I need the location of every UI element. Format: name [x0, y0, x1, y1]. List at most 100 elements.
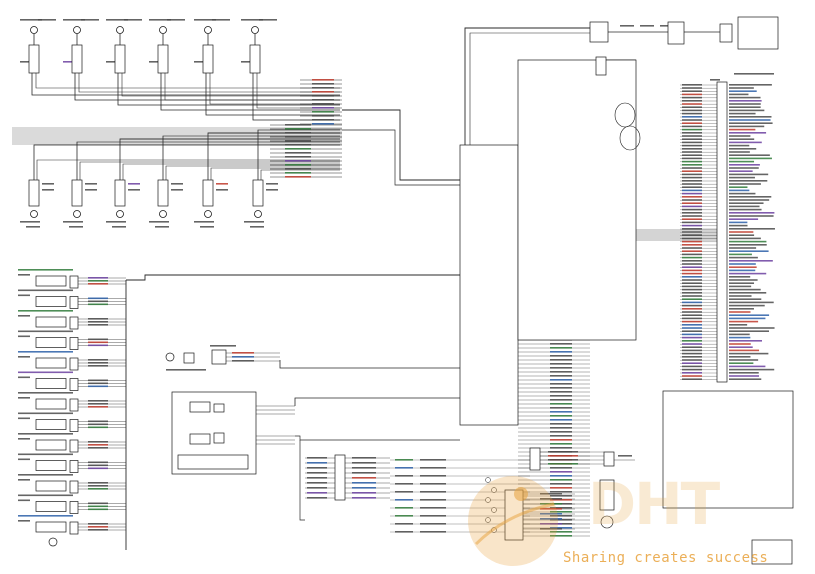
sensor-connector: [69, 419, 79, 432]
wire-label-mark: [420, 491, 446, 493]
sensor-connector: [213, 403, 225, 413]
wire: [126, 274, 460, 281]
wire-label-mark: [312, 83, 334, 85]
sensor-connector: [35, 398, 67, 410]
wire-label-mark: [352, 497, 376, 499]
wire-label-mark: [682, 311, 702, 313]
wire-label-mark: [88, 365, 108, 367]
wire-label-mark: [729, 176, 755, 179]
wire-label-mark: [682, 228, 702, 230]
sensor-connector: [35, 337, 67, 348]
injector-connector: [157, 44, 169, 74]
wire-label-mark: [266, 189, 278, 191]
wire-label-mark: [550, 403, 572, 405]
wire: [79, 161, 340, 180]
wire: [35, 73, 340, 89]
bottom-connector: [603, 451, 615, 467]
wire-label-mark: [18, 438, 30, 440]
wire-label-mark: [620, 25, 634, 27]
wire: [164, 73, 340, 101]
injector-connector: [71, 44, 83, 74]
wire-label-mark: [550, 439, 572, 441]
injector-connector: [249, 44, 261, 74]
wire-label-mark: [550, 487, 572, 489]
sensor-connector: [35, 275, 67, 287]
wire-label-mark: [682, 144, 702, 147]
wire-label-mark: [729, 160, 755, 163]
wire-label-mark: [729, 330, 770, 332]
wire-label-mark: [550, 383, 572, 385]
wire-label-mark: [352, 482, 376, 484]
wire-label-mark: [729, 311, 751, 313]
wire-label-mark: [18, 520, 30, 522]
wire-label-mark: [729, 279, 758, 281]
twisted-pair-loop: [614, 102, 636, 128]
wire-label-mark: [682, 221, 702, 224]
wire-label-mark: [312, 99, 334, 101]
wire-label-mark: [18, 417, 30, 420]
wire-label-mark: [682, 192, 702, 195]
wire-label-mark: [682, 247, 702, 249]
wire-label-mark: [550, 399, 572, 401]
wire-label-mark: [88, 467, 108, 470]
wire-label-mark: [550, 351, 572, 353]
wire-label-mark: [232, 352, 254, 354]
wire: [165, 165, 340, 180]
wire-label-mark: [729, 100, 762, 102]
main-harness-connector: [716, 81, 728, 383]
wire-label-mark: [682, 330, 702, 332]
wire-label-mark: [548, 451, 578, 453]
wire-label-mark: [729, 170, 753, 172]
wire-label-mark: [285, 132, 311, 134]
wire-label-mark: [682, 231, 702, 233]
wire-label-mark: [729, 215, 774, 217]
wire: [122, 163, 340, 180]
wire-label-mark: [128, 189, 140, 191]
wire-label-mark: [550, 423, 572, 425]
wire-label-mark: [682, 132, 702, 134]
wire-label-mark: [682, 186, 702, 188]
wire-label-mark: [682, 356, 702, 358]
wire-label-mark: [149, 61, 159, 63]
wire-label-mark: [307, 462, 327, 464]
sensor-connector: [35, 460, 67, 471]
wire-label-mark: [729, 167, 759, 169]
wire-label-mark: [540, 528, 562, 530]
wire-label-mark: [312, 123, 334, 125]
wire-label-mark: [395, 459, 413, 461]
wire-label-mark: [88, 385, 108, 388]
wire-label-mark: [729, 365, 766, 368]
wire-label-mark: [88, 280, 108, 282]
wire-label-mark: [395, 467, 413, 469]
sensor-connector: [69, 501, 79, 514]
wire-label-mark: [682, 292, 702, 294]
wire: [33, 144, 340, 180]
wire-label-mark: [729, 128, 756, 131]
wire-label-mark: [682, 183, 702, 185]
wire-label-mark: [682, 308, 702, 310]
wire-label-mark: [729, 151, 750, 153]
sensor-connector: [69, 398, 79, 412]
wire-label-mark: [729, 244, 767, 246]
wire-label-mark: [729, 247, 757, 249]
wire-label-mark: [682, 199, 702, 201]
wire-label-mark: [550, 363, 572, 365]
relay-connector: [667, 21, 685, 45]
wire-label-mark: [682, 160, 702, 163]
wire-label-mark: [729, 106, 761, 108]
wire-label-mark: [729, 164, 760, 166]
wire-label-mark: [285, 168, 311, 170]
wire-label-mark: [352, 457, 376, 459]
wire-label-mark: [729, 292, 767, 294]
sensor-connector: [69, 337, 79, 350]
wire-label-mark: [550, 495, 572, 497]
wire-label-mark: [259, 19, 277, 21]
wire-label-mark: [18, 479, 30, 481]
wire-label-mark: [729, 148, 757, 150]
wire-label-mark: [729, 298, 762, 300]
wire-label-mark: [682, 170, 702, 172]
wire-label-mark: [729, 212, 775, 214]
wire-label-mark: [540, 493, 562, 495]
relay-connector: [589, 21, 609, 43]
wire-label-mark: [682, 263, 702, 265]
